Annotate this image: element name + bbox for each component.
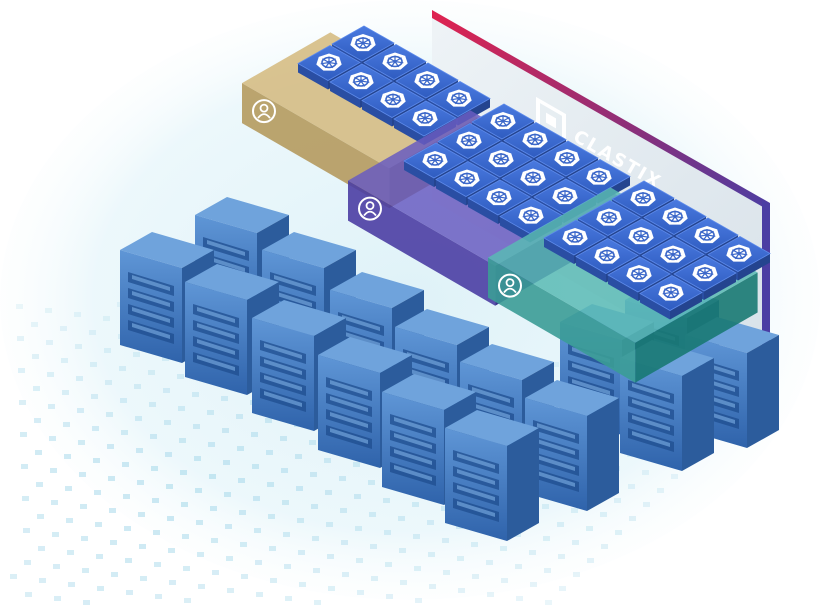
kubernetes-helm-icon (412, 109, 438, 127)
user-icon (252, 99, 276, 124)
kubernetes-helm-icon (662, 207, 688, 225)
kubernetes-helm-icon (692, 264, 718, 282)
kubernetes-helm-icon (660, 245, 686, 263)
tenant-slab-front (348, 180, 496, 306)
server-rack-icon (445, 410, 539, 541)
server-rack-icon (120, 232, 214, 363)
k8s-node-tile (639, 275, 703, 320)
kubernetes-helm-icon (382, 52, 408, 70)
kubernetes-helm-icon (446, 89, 472, 107)
tenant-slab-front (242, 83, 390, 209)
user-icon (358, 196, 382, 221)
kubernetes-helm-icon (594, 246, 620, 264)
kubernetes-helm-icon (522, 130, 548, 148)
kubernetes-helm-icon (554, 149, 580, 167)
kubernetes-helm-icon (518, 206, 544, 224)
k8s-node-tile (499, 198, 563, 243)
tenant-clusters (242, 25, 771, 383)
kubernetes-helm-icon (486, 188, 512, 206)
kubernetes-helm-icon (658, 283, 684, 301)
kubernetes-helm-icon (552, 187, 578, 205)
kubernetes-helm-icon (628, 227, 654, 245)
kubernetes-helm-icon (562, 228, 588, 246)
kubernetes-helm-icon (454, 169, 480, 187)
kubernetes-helm-icon (490, 112, 516, 130)
kubernetes-helm-icon (520, 168, 546, 186)
kubernetes-helm-icon (456, 131, 482, 149)
tenant-slab-front (488, 257, 636, 383)
user-icon (498, 273, 522, 298)
kubernetes-helm-icon (586, 167, 612, 185)
server-rack-icon (525, 380, 619, 511)
kubernetes-helm-icon (626, 265, 652, 283)
kubernetes-helm-icon (414, 71, 440, 89)
kubernetes-helm-icon (422, 151, 448, 169)
kubernetes-helm-icon (694, 226, 720, 244)
kubernetes-helm-icon (488, 150, 514, 168)
kubernetes-helm-icon (380, 90, 406, 108)
tenant-1-cluster (242, 25, 491, 209)
kubernetes-helm-icon (726, 244, 752, 262)
kubernetes-helm-icon (350, 34, 376, 52)
tenant-3-cluster (488, 180, 771, 383)
tenant-slab-side (635, 272, 758, 383)
kubernetes-helm-icon (316, 53, 342, 71)
kubernetes-helm-icon (348, 72, 374, 90)
kubernetes-helm-icon (596, 208, 622, 226)
kubernetes-helm-icon (630, 189, 656, 207)
